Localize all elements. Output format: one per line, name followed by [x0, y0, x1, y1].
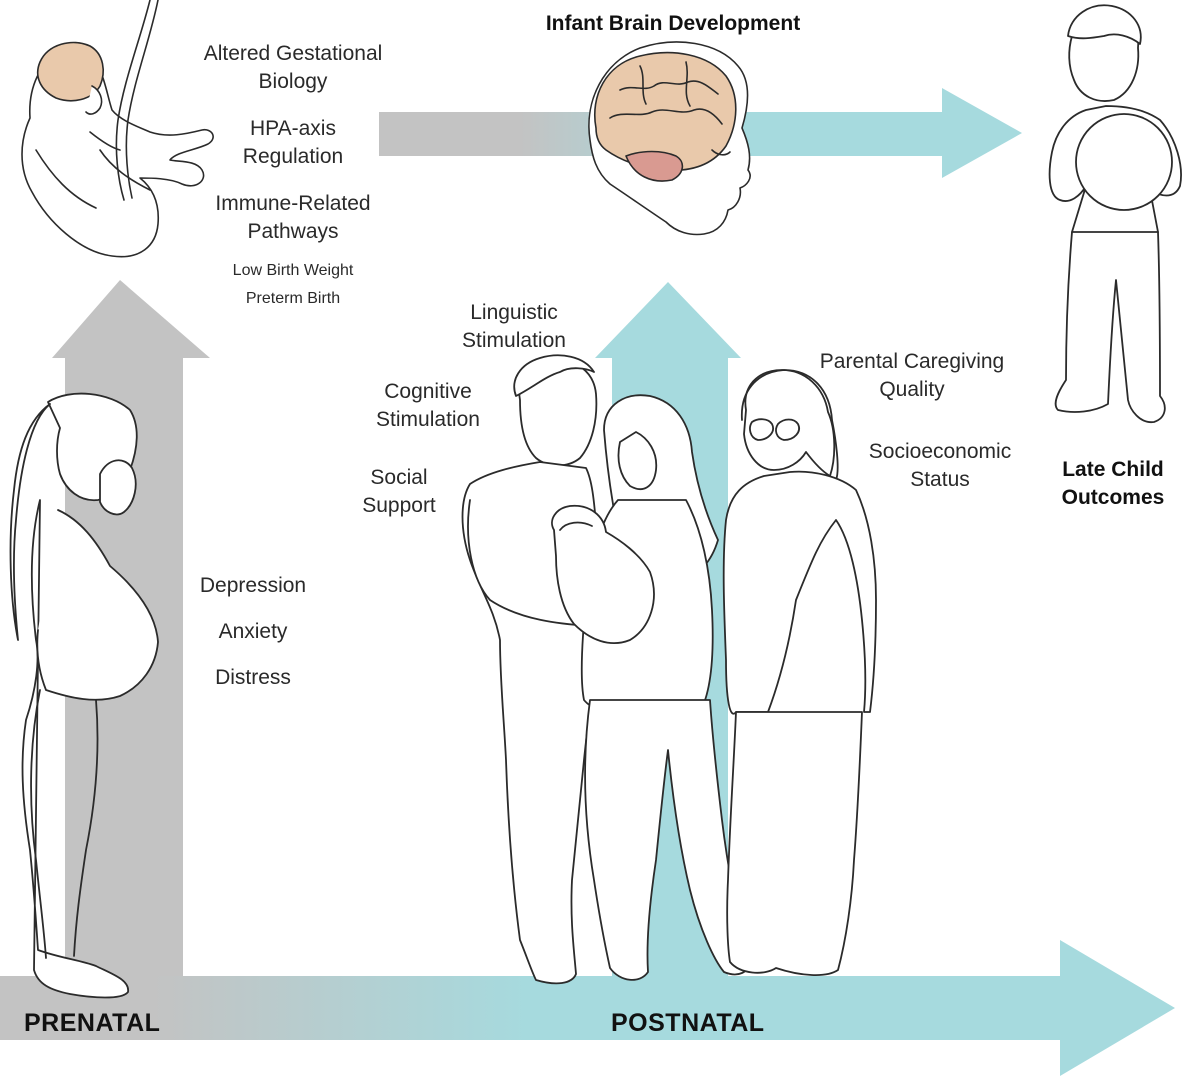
label-postnatal: POSTNATAL — [611, 1009, 765, 1037]
label-infant-brain-development: Infant Brain Development — [545, 12, 801, 35]
label-low-birth-weight: Low Birth Weight — [232, 262, 354, 279]
fetus-illustration — [21, 0, 214, 258]
label-preterm-birth: Preterm Birth — [245, 290, 341, 307]
label-socioeconomic-status: Socioeconomic Status — [868, 440, 1012, 491]
label-altered-gestational-biology: Altered Gestational Biology — [203, 42, 383, 93]
label-cognitive-stimulation: Cognitive Stimulation — [376, 380, 480, 431]
label-late-child-outcomes: Late Child Outcomes — [1061, 458, 1165, 509]
label-distress: Distress — [215, 666, 291, 689]
grandmother-illustration — [722, 369, 877, 976]
label-linguistic-stimulation: Linguistic Stimulation — [462, 301, 566, 352]
label-anxiety: Anxiety — [218, 620, 288, 643]
child-illustration — [1048, 4, 1182, 423]
label-depression: Depression — [199, 574, 307, 597]
label-prenatal: PRENATAL — [24, 1009, 161, 1037]
label-parental-caregiving-quality: Parental Caregiving Quality — [819, 350, 1005, 401]
timeline-arrow — [0, 940, 1175, 1076]
father-illustration — [461, 354, 600, 985]
label-immune-related-pathways: Immune-Related Pathways — [215, 192, 371, 243]
label-social-support: Social Support — [362, 466, 436, 517]
mother-with-baby-illustration — [551, 394, 750, 981]
pregnant-woman-illustration — [9, 392, 159, 999]
label-hpa-axis-regulation: HPA-axis Regulation — [242, 117, 344, 168]
infant-brain-illustration — [588, 41, 751, 236]
